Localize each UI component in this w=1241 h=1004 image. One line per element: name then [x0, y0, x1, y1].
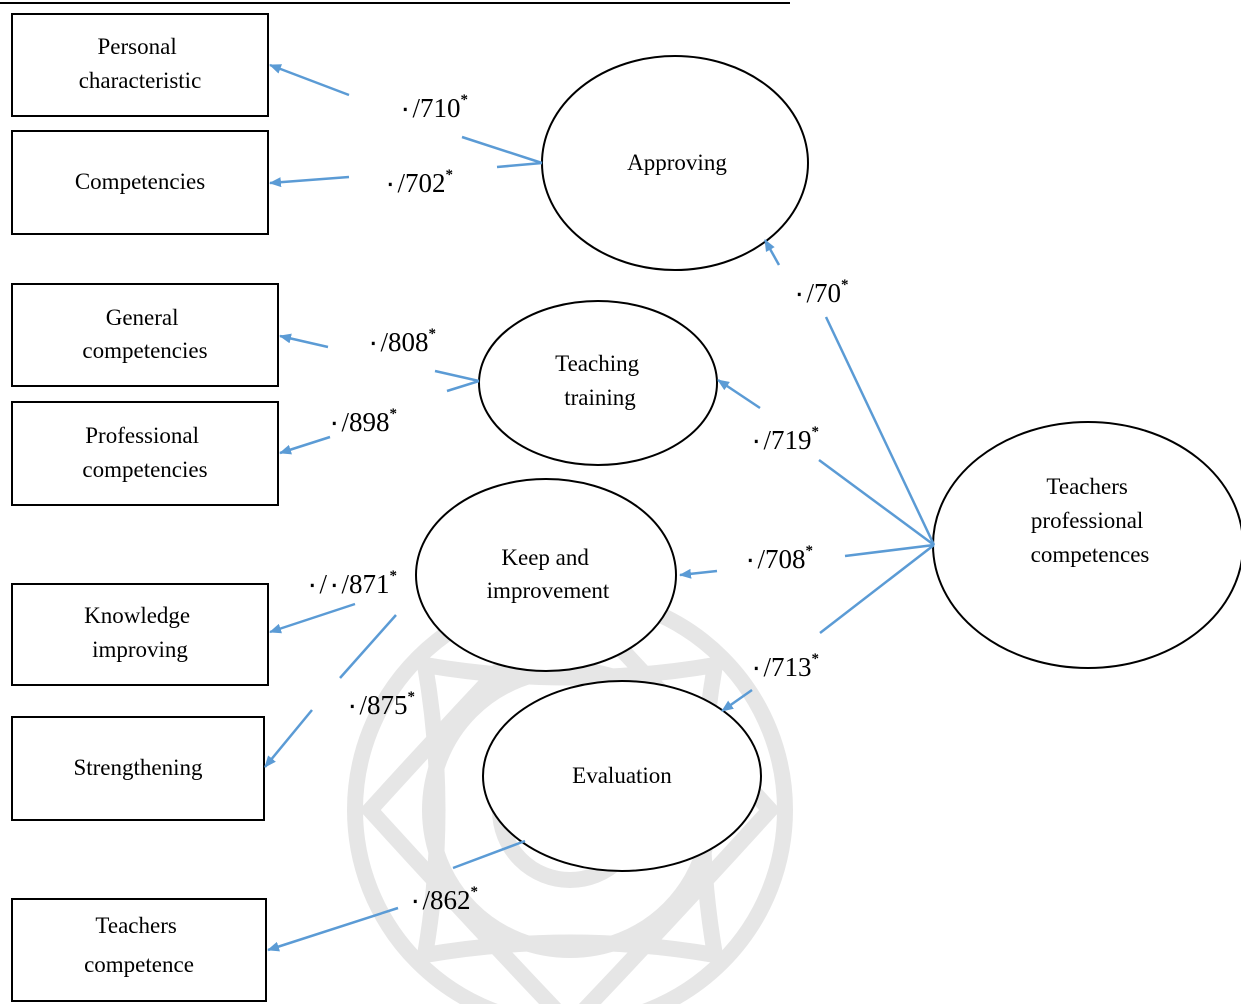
arrow-training-to-general	[279, 333, 329, 349]
coef-evaluation-teachers-competence: ٠/862*	[408, 884, 478, 915]
label-teaching-training: Teaching training	[555, 351, 645, 410]
label-knowledge-improving: Knowledge improving	[84, 603, 196, 662]
label-teachers-competence: Teachers competence	[84, 913, 194, 977]
arrow-tpc-to-approving	[763, 239, 781, 266]
coef-value: ٠/808	[366, 327, 429, 357]
label-line: Strengthening	[73, 755, 203, 780]
label-line: competencies	[82, 457, 207, 482]
label-strengthening: Strengthening	[73, 755, 203, 780]
arrow-tpc-to-training-seg2	[818, 458, 935, 547]
coef-tpc-training: ٠/719*	[749, 424, 819, 455]
arrow-tpc-to-evaluation	[721, 688, 753, 713]
label-line: improvement	[487, 578, 610, 603]
arrow-keep-to-knowledge	[269, 602, 356, 634]
label-line: competences	[1031, 542, 1150, 567]
node-keep-and-improvement	[415, 478, 677, 672]
label-line: Personal	[98, 34, 177, 59]
coef-value: ٠/875	[345, 690, 408, 720]
label-professional-competencies: Professional competencies	[82, 423, 207, 482]
coef-tpc-keep: ٠/708*	[743, 543, 813, 574]
arrow-evaluation-to-teachers-competence	[267, 906, 399, 952]
node-professional-competencies	[11, 401, 279, 506]
node-general-competencies	[11, 283, 279, 387]
coef-training-general: ٠/808*	[366, 326, 436, 357]
node-evaluation	[482, 680, 762, 872]
label-competencies: Competencies	[75, 169, 205, 194]
significance-star: *	[471, 884, 479, 900]
significance-star: *	[390, 568, 398, 584]
arrow-approving-to-competencies-seg2	[496, 161, 543, 169]
label-general-competencies: General competencies	[82, 305, 207, 363]
arrow-approving-to-personal-seg2	[461, 135, 543, 165]
label-line: Keep and	[501, 545, 589, 570]
label-keep-and-improvement: Keep and improvement	[487, 545, 610, 603]
significance-star: *	[390, 406, 398, 422]
label-line: characteristic	[79, 68, 202, 93]
arrow-training-to-professional-seg2	[446, 379, 480, 393]
coef-approving-personal: ٠/710*	[398, 92, 468, 123]
label-line: Knowledge	[84, 603, 190, 628]
coef-value: ٠/708	[743, 544, 806, 574]
arrow-training-to-general-seg2	[434, 369, 480, 383]
coef-value: ٠/719	[749, 425, 812, 455]
label-teachers-professional-competences: Teachers professional competences	[1031, 474, 1150, 567]
label-line: competence	[84, 952, 194, 977]
label-approving: Approving	[627, 150, 727, 175]
label-line: competencies	[82, 338, 207, 363]
coef-value: ٠/862	[408, 885, 471, 915]
label-line: Teachers	[95, 913, 176, 938]
arrow-tpc-to-keep	[679, 568, 718, 579]
node-competencies	[11, 130, 269, 235]
node-personal-characteristic	[11, 13, 269, 117]
node-teaching-training	[478, 300, 718, 466]
significance-star: *	[806, 543, 814, 559]
label-line: training	[564, 385, 636, 410]
arrow-approving-to-competencies	[269, 175, 350, 188]
label-line: Competencies	[75, 169, 205, 194]
significance-star: *	[408, 689, 416, 705]
label-line: improving	[92, 637, 188, 662]
coef-value: ٠/710	[398, 93, 461, 123]
arrow-approving-to-personal	[269, 63, 350, 97]
coef-training-professional: ٠/898*	[327, 406, 397, 437]
coef-approving-competencies: ٠/702*	[383, 167, 453, 198]
coef-value: ٠/713	[749, 652, 812, 682]
significance-star: *	[841, 277, 849, 293]
label-personal-characteristic: Personal characteristic	[79, 34, 202, 93]
arrow-tpc-to-approving-seg2	[824, 316, 936, 546]
significance-star: *	[812, 424, 820, 440]
node-knowledge-improving	[11, 583, 269, 686]
node-teachers-competence	[11, 898, 267, 1002]
significance-star: *	[429, 326, 437, 342]
significance-star: *	[446, 167, 454, 183]
coef-value: ٠/٠/871	[305, 569, 390, 599]
coef-value: ٠/70	[792, 278, 841, 308]
arrow-keep-to-strengthening-seg2	[339, 614, 397, 679]
significance-star: *	[461, 92, 469, 108]
label-line: professional	[1031, 508, 1143, 533]
significance-star: *	[812, 651, 820, 667]
coef-tpc-evaluation: ٠/713*	[749, 651, 819, 682]
coef-keep-strengthening: ٠/875*	[345, 689, 415, 720]
arrow-tpc-to-training	[717, 378, 761, 410]
arrow-training-to-professional	[279, 435, 331, 455]
label-line: Evaluation	[572, 763, 672, 788]
label-line: General	[106, 305, 179, 330]
coef-keep-knowledge: ٠/٠/871*	[305, 568, 397, 599]
arrow-evaluation-to-teachers-competence-seg2	[452, 839, 526, 870]
label-line: Teaching	[555, 351, 639, 376]
coef-tpc-approving: ٠/70*	[792, 277, 849, 308]
coef-value: ٠/898	[327, 407, 390, 437]
label-evaluation: Evaluation	[572, 763, 672, 788]
arrow-tpc-to-evaluation-seg2	[819, 544, 935, 634]
label-line: Teachers	[1046, 474, 1127, 499]
arrow-tpc-to-keep-seg2	[844, 543, 935, 558]
coef-value: ٠/702	[383, 168, 446, 198]
arrow-keep-to-strengthening	[264, 709, 313, 768]
label-line: Professional	[85, 423, 199, 448]
node-strengthening	[11, 716, 265, 821]
label-line: Approving	[627, 150, 727, 175]
